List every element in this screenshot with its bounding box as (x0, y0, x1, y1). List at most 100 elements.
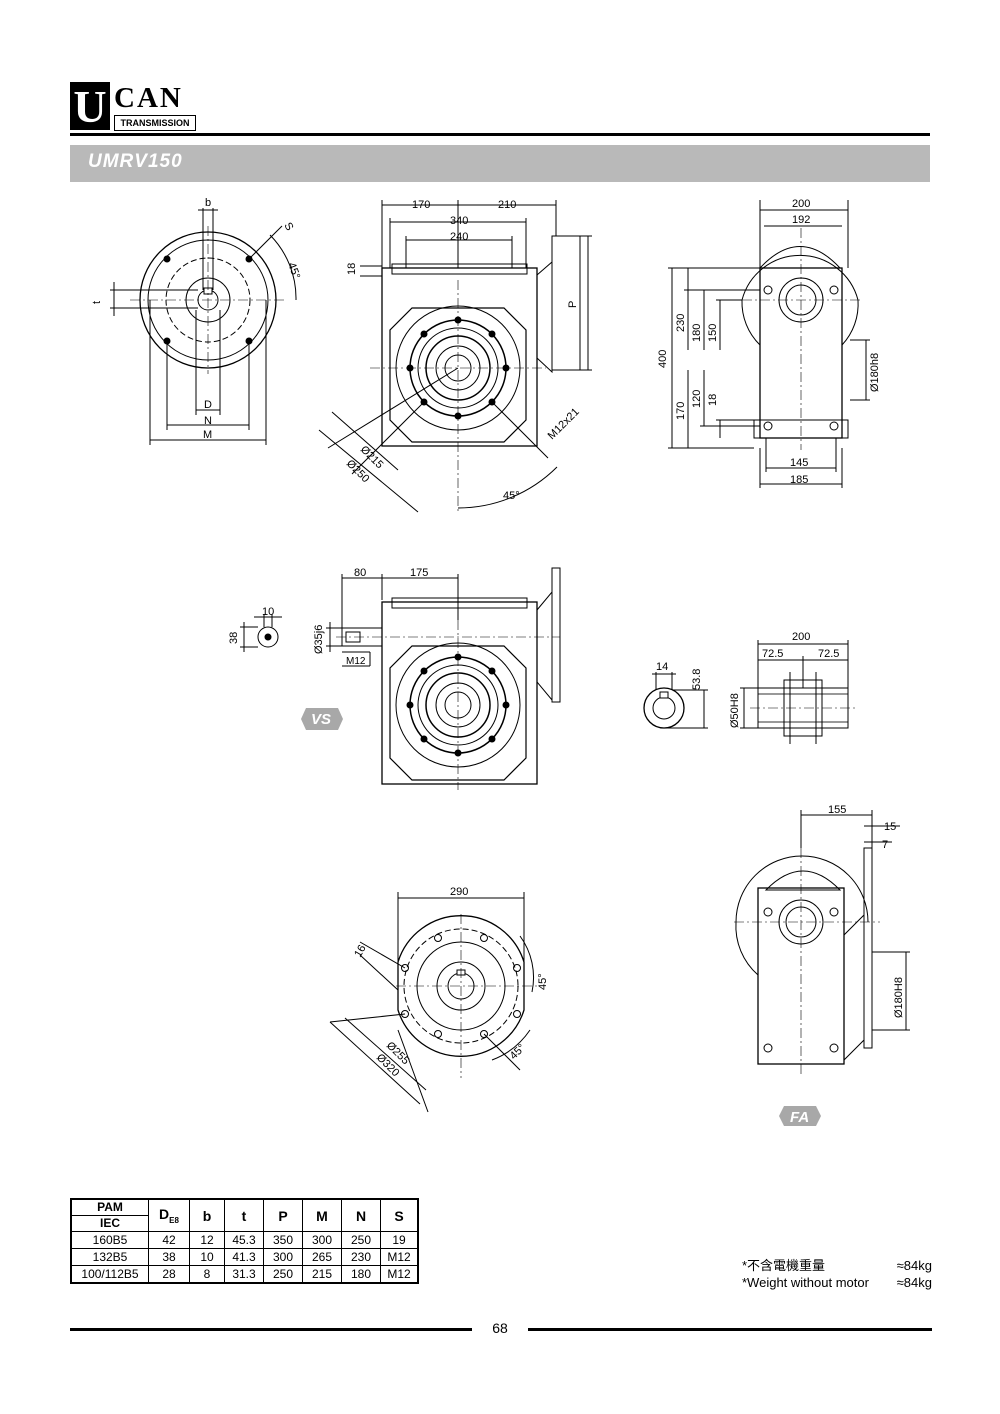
header-de: DE8 (148, 1198, 190, 1232)
dim-bottom-290: 290 (450, 886, 468, 898)
cell-p: 250 (263, 1265, 303, 1284)
header-pam-iec: PAM IEC (70, 1198, 149, 1232)
dim-vs-175: 175 (410, 567, 428, 579)
dim-side-200: 200 (792, 198, 810, 210)
weight-value-en: ≈84kg (896, 1275, 932, 1290)
table-row: 100/112B5 28 8 31.3 250 215 180 M12 (70, 1265, 419, 1284)
cell-de: 38 (148, 1248, 190, 1266)
dim-fa-155: 155 (828, 804, 846, 816)
cell-p: 300 (263, 1248, 303, 1266)
dim-side-120: 120 (691, 390, 703, 408)
cell-s: 19 (380, 1231, 419, 1249)
dim-side-18: 18 (707, 394, 719, 406)
dim-flange-d: D (204, 399, 212, 411)
header-de-main: D (159, 1206, 170, 1223)
dim-shaft-72-5-left: 72.5 (762, 648, 783, 660)
vs-label: VS (311, 711, 331, 728)
cell-b: 8 (189, 1265, 225, 1284)
dim-main-p: P (567, 301, 579, 308)
dim-shaft-72-5-right: 72.5 (818, 648, 839, 660)
dim-fa-7: 7 (882, 839, 888, 851)
cell-m: 265 (302, 1248, 342, 1266)
weight-label-zh: *不含電機重量 (742, 1258, 826, 1273)
dim-vs-38: 38 (228, 632, 240, 644)
cell-de: 28 (148, 1265, 190, 1284)
fa-label: FA (790, 1109, 809, 1126)
view-flange-bottom (329, 892, 540, 1113)
dim-shaft-d50h8: Ø50H8 (729, 693, 741, 728)
footer-rule-left (70, 1328, 472, 1331)
view-fa-side (734, 810, 910, 1074)
dim-side-145: 145 (790, 457, 808, 469)
view-flange-front (110, 208, 297, 445)
dim-vs-m12: M12 (346, 656, 366, 667)
dim-main-340: 340 (450, 215, 468, 227)
dim-side-170: 170 (675, 402, 687, 420)
dim-vs-d35j6: Ø35j6 (313, 625, 325, 654)
cell-n: 230 (341, 1248, 381, 1266)
dim-shaft-14: 14 (656, 661, 668, 673)
cell-de: 42 (148, 1231, 190, 1249)
dim-shaft-53-8: 53.8 (691, 669, 703, 690)
dim-flange-m: M (203, 429, 212, 441)
weight-row-zh: *不含電機重量 ≈84kg (742, 1257, 932, 1274)
weight-value-zh: ≈84kg (896, 1258, 932, 1273)
dim-vs-80: 80 (354, 567, 366, 579)
cell-n: 180 (341, 1265, 381, 1284)
cell-iec: 100/112B5 (70, 1265, 149, 1284)
dim-fa-15: 15 (884, 821, 896, 833)
dim-side-192: 192 (792, 214, 810, 226)
dim-shaft-200: 200 (792, 631, 810, 643)
page-number: 68 (492, 1320, 508, 1336)
header-pam: PAM (72, 1200, 148, 1216)
header-m: M (302, 1198, 342, 1232)
dim-bottom-16: 16 (352, 943, 369, 960)
header-iec: IEC (99, 1216, 120, 1230)
cell-iec: 160B5 (70, 1231, 149, 1249)
dim-bottom-angle-lower: 45° (508, 1042, 528, 1062)
cell-m: 300 (302, 1231, 342, 1249)
dim-main-angle: 45° (503, 490, 520, 502)
dim-main-m12x21: M12x21 (546, 406, 582, 442)
header-n: N (341, 1198, 381, 1232)
header-de-sub: E8 (169, 1215, 179, 1225)
cell-t: 31.3 (224, 1265, 264, 1284)
table-row: 132B5 38 10 41.3 300 265 230 M12 (70, 1248, 419, 1266)
dim-flange-n: N (204, 415, 212, 427)
dim-main-18: 18 (346, 263, 358, 275)
dim-vs-10: 10 (262, 606, 274, 618)
table-header-row: PAM IEC DE8 b t P M N S (70, 1198, 419, 1232)
header-p: P (263, 1198, 303, 1232)
table-row: 160B5 42 12 45.3 350 300 250 19 (70, 1231, 419, 1249)
header-s: S (380, 1198, 419, 1232)
cell-b: 12 (189, 1231, 225, 1249)
dim-side-180: 180 (691, 324, 703, 342)
dim-main-d250: Ø250 (344, 458, 372, 486)
logo-word: CAN (114, 82, 183, 114)
view-hollow-shaft (643, 640, 856, 744)
dim-flange-angle: 45° (285, 261, 302, 281)
header-t: t (224, 1198, 264, 1232)
view-vs-front (240, 567, 561, 790)
cell-iec: 132B5 (70, 1248, 149, 1266)
spec-table: PAM IEC DE8 b t P M N S 160B5 42 12 45.3… (70, 1198, 419, 1284)
view-main-front (318, 200, 592, 513)
dim-main-240: 240 (450, 231, 468, 243)
dim-side-150: 150 (707, 324, 719, 342)
cell-n: 250 (341, 1231, 381, 1249)
fa-badge (779, 1106, 821, 1126)
cell-b: 10 (189, 1248, 225, 1266)
cell-p: 350 (263, 1231, 303, 1249)
dim-side-400: 400 (657, 350, 669, 368)
vs-badge (301, 708, 343, 730)
header-rule (70, 133, 930, 136)
dim-side-230: 230 (675, 314, 687, 332)
weight-label-en: *Weight without motor (742, 1275, 869, 1290)
dim-main-170: 170 (412, 199, 430, 211)
header-b: b (189, 1198, 225, 1232)
dim-flange-s: S (281, 221, 295, 233)
logo-subtitle: TRANSMISSION (114, 115, 196, 131)
cell-s: M12 (380, 1248, 419, 1266)
cell-s: M12 (380, 1265, 419, 1284)
